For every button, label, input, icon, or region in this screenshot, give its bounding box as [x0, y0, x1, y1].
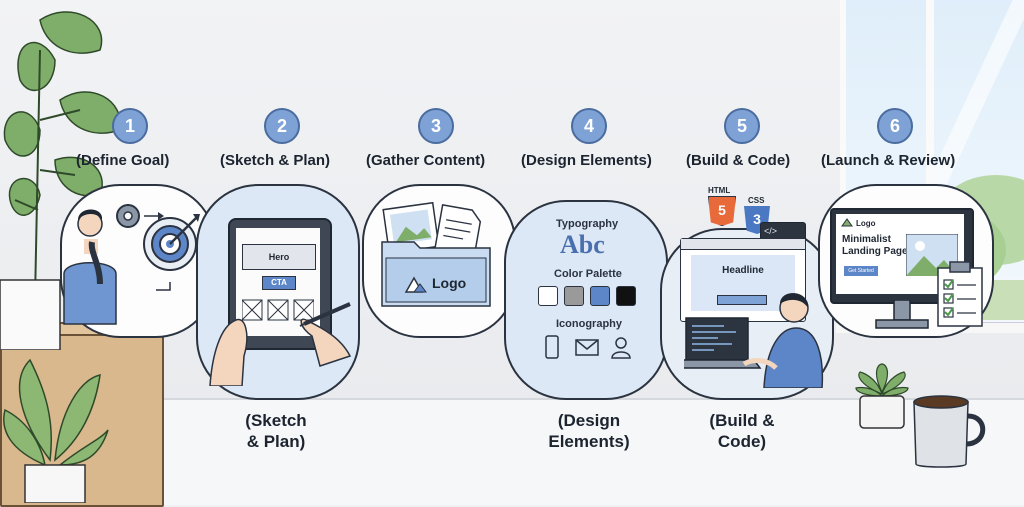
user-icon: [611, 337, 631, 359]
color-palette-swatches: [538, 286, 638, 308]
desk-surface: [0, 398, 1024, 505]
color-swatch: [590, 286, 610, 306]
large-plant-icon: [0, 11, 122, 350]
step-3-title: (Gather Content): [366, 152, 486, 169]
sketch-hero-block: Hero: [242, 244, 316, 270]
color-swatch: [616, 286, 636, 306]
logo-text: Logo: [432, 275, 467, 291]
succulent-plant-icon: [855, 363, 909, 429]
document-icon: [433, 204, 482, 262]
logo-mark-icon: [841, 218, 853, 227]
step-5-title: (Build & Code): [686, 152, 791, 169]
folder-icon: [381, 241, 491, 307]
caption-build-code: (Build & Code): [709, 411, 775, 451]
step-2-number: 2: [264, 108, 300, 144]
caption-sketch-plan: (Sketch & Plan): [245, 411, 307, 451]
hands-with-pen-icon: [209, 302, 352, 386]
sketch-cta-block: CTA: [262, 276, 296, 290]
step-6-number: 6: [877, 108, 913, 144]
phone-icon: [545, 335, 559, 359]
step-1-title: (Define Goal): [76, 152, 170, 169]
landing-logo-text: Logo: [856, 219, 876, 228]
developer-at-laptop-icon: [684, 293, 824, 388]
step-1-number: 1: [112, 108, 148, 144]
html-label: HTML: [708, 186, 731, 195]
step-5-number: 5: [724, 108, 760, 144]
window-pane-divider: [926, 0, 934, 330]
checklist-clipboard-icon: [937, 261, 983, 327]
color-palette-label: Color Palette: [554, 268, 622, 280]
browser-headline: Headline: [722, 265, 764, 276]
gather-content-illustration: [381, 201, 491, 307]
caption-design-elements: (Design Elements): [548, 411, 630, 451]
photo-icon: [382, 201, 440, 255]
iconography-label: Iconography: [556, 318, 623, 330]
gear-icon: [116, 204, 140, 228]
step-6-title: (Launch & Review): [821, 152, 956, 169]
step-4-title: (Design Elements): [521, 152, 652, 169]
typography-label: Typography: [556, 218, 619, 230]
html5-icon: 5: [708, 196, 736, 226]
step-4-number: 4: [571, 108, 607, 144]
mail-icon: [575, 339, 599, 356]
browser-button: [717, 295, 767, 305]
step-4-panel: [504, 200, 668, 400]
color-swatch: [538, 286, 558, 306]
color-swatch: [564, 286, 584, 306]
landing-headline: Minimalist Landing Page: [842, 234, 908, 257]
step-3-number: 3: [418, 108, 454, 144]
step-2-title: (Sketch & Plan): [220, 152, 331, 169]
small-plant-icon: [3, 358, 109, 503]
get-started-button: Get Started: [844, 266, 878, 276]
target-icon: [143, 214, 200, 271]
person-thinking-icon: [63, 209, 117, 325]
coffee-mug-icon: [913, 395, 986, 468]
monitor-stand: [875, 300, 929, 329]
typography-sample: Abc: [560, 230, 605, 259]
iconography-icons: [545, 335, 631, 359]
define-goal-illustration: [63, 204, 200, 325]
sketch-image-placeholders: [242, 299, 314, 321]
css-label: CSS: [748, 196, 765, 205]
